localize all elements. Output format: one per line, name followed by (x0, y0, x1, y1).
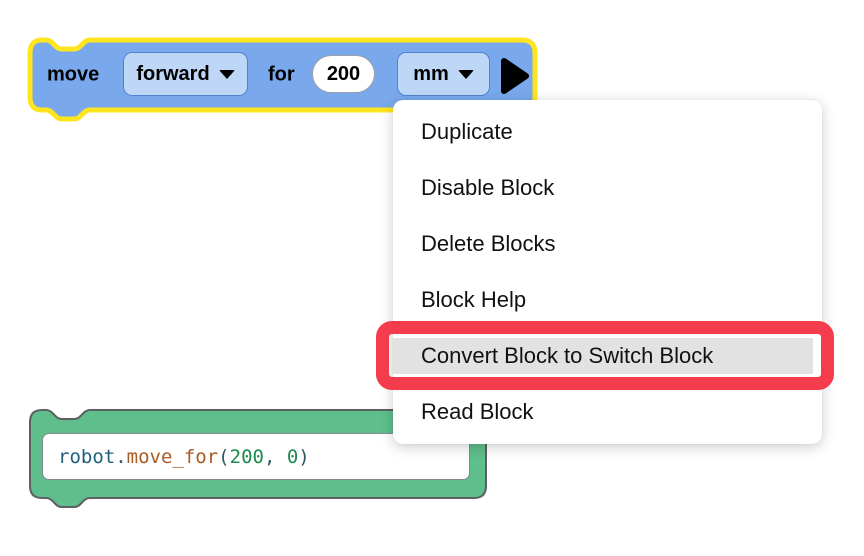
move-block[interactable]: move forward for 200 mm (27, 35, 543, 127)
python-code-block[interactable]: robot.move_for(200, 0) (28, 407, 490, 521)
code-token: ) (298, 445, 310, 468)
menu-item-delete-blocks[interactable]: Delete Blocks (393, 216, 822, 272)
unit-dropdown-value: mm (413, 62, 449, 85)
menu-item-label: Delete Blocks (421, 231, 556, 256)
code-token: 200 (229, 445, 264, 468)
menu-item-duplicate[interactable]: Duplicate (393, 104, 822, 160)
direction-dropdown-value: forward (136, 62, 210, 85)
menu-item-label: Disable Block (421, 175, 555, 200)
menu-item-label: Read Block (421, 399, 534, 424)
code-token: . (115, 445, 127, 468)
menu-item-highlight (393, 338, 813, 374)
menu-item-label: Block Help (421, 287, 527, 312)
play-icon[interactable] (500, 57, 532, 97)
direction-dropdown[interactable]: forward (123, 52, 248, 96)
distance-value-field[interactable]: 200 (312, 55, 375, 93)
block-context-menu: Duplicate Disable Block Delete Blocks Bl… (393, 100, 822, 444)
for-label: for (268, 63, 295, 86)
menu-item-label: Duplicate (421, 119, 513, 144)
code-token: robot (58, 445, 116, 468)
chevron-down-icon (457, 69, 474, 79)
chevron-down-icon (218, 69, 235, 79)
menu-item-label: Convert Block to Switch Block (421, 343, 714, 368)
menu-item-block-help[interactable]: Block Help (393, 272, 822, 328)
unit-dropdown[interactable]: mm (397, 52, 490, 96)
code-token: , (263, 445, 287, 468)
code-token: ( (218, 445, 230, 468)
menu-item-convert-block-to-switch-block[interactable]: Convert Block to Switch Block (393, 328, 822, 384)
menu-item-disable-block[interactable]: Disable Block (393, 160, 822, 216)
code-token: 0 (286, 445, 299, 468)
move-label: move (47, 63, 100, 86)
menu-item-read-block[interactable]: Read Block (393, 384, 822, 440)
code-token: move_for (126, 445, 219, 468)
